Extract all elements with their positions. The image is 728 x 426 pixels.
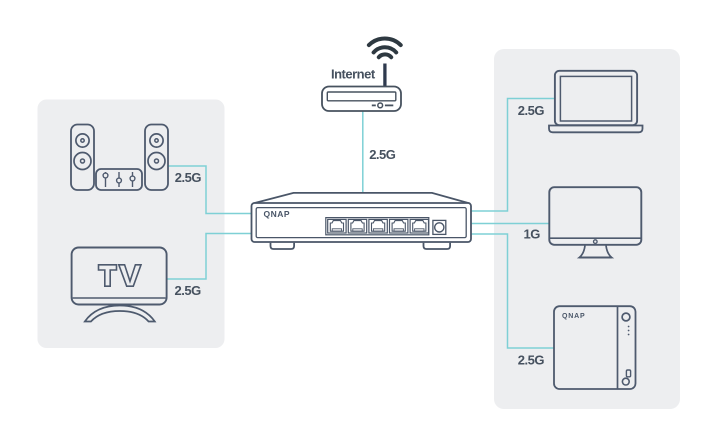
svg-text:QNAP: QNAP: [562, 313, 585, 320]
svg-text:2.5G: 2.5G: [175, 170, 202, 185]
svg-text:2.5G: 2.5G: [518, 103, 545, 118]
svg-text:2.5G: 2.5G: [518, 353, 545, 368]
svg-text:1G: 1G: [524, 227, 541, 242]
svg-text:QNAP: QNAP: [264, 209, 291, 219]
svg-text:2.5G: 2.5G: [175, 283, 202, 298]
svg-text:2.5G: 2.5G: [369, 147, 396, 162]
svg-text:Internet: Internet: [331, 67, 376, 82]
